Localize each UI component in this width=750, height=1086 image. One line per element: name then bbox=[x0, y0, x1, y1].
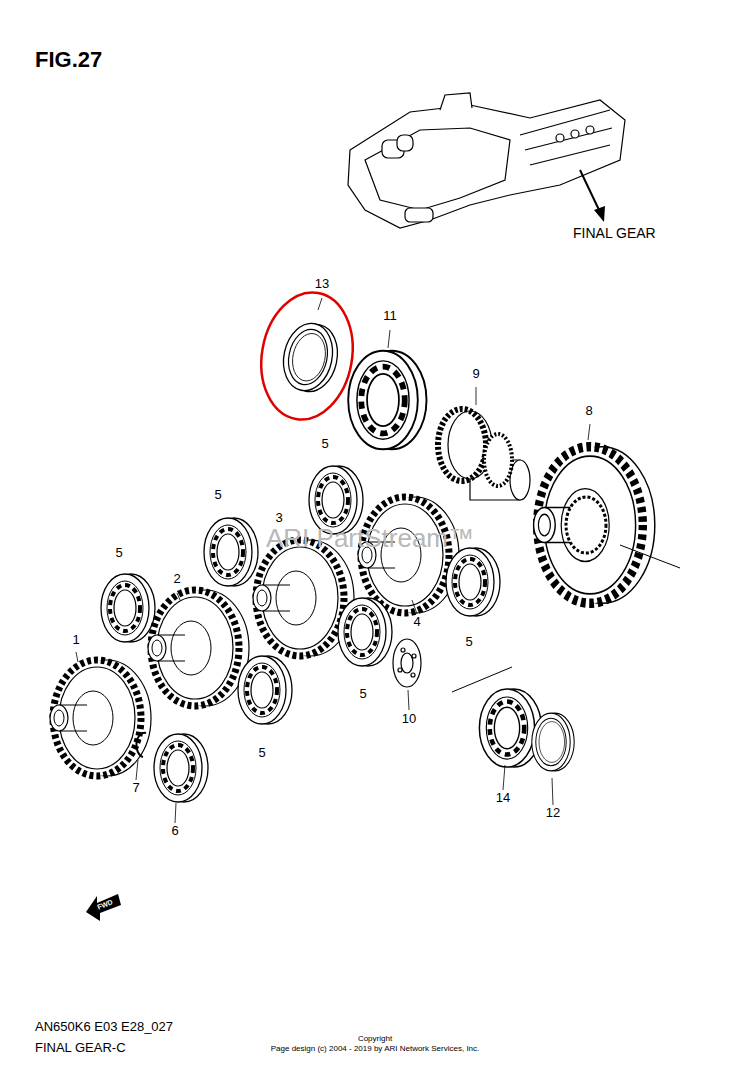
callout-number: 5 bbox=[214, 488, 221, 502]
label: FINAL GEAR-C bbox=[35, 1041, 126, 1055]
callout-number: 8 bbox=[585, 404, 592, 418]
callout-number: 9 bbox=[472, 367, 479, 381]
callout-number: 1 bbox=[72, 633, 79, 647]
callout-number: 5 bbox=[359, 687, 366, 701]
label: AN650K6 E03 E28_027 bbox=[35, 1020, 173, 1034]
label: FINAL GEAR bbox=[573, 226, 656, 241]
callout-number: 2 bbox=[173, 572, 180, 586]
callout-number: 6 bbox=[171, 824, 178, 838]
callout-number: 7 bbox=[132, 781, 139, 795]
callout-number: 13 bbox=[315, 277, 329, 291]
callout-number: 14 bbox=[496, 791, 510, 805]
callout-number: 5 bbox=[115, 546, 122, 560]
callout-number: 10 bbox=[402, 712, 416, 726]
callout-number: 11 bbox=[383, 309, 397, 323]
label: Copyright bbox=[358, 1035, 392, 1044]
figure-title: FIG.27 bbox=[35, 48, 102, 72]
callout-number: 5 bbox=[321, 437, 328, 451]
callout-number: 4 bbox=[413, 615, 420, 629]
label: Page design (c) 2004 - 2019 by ARI Netwo… bbox=[271, 1045, 480, 1054]
callout-number: 5 bbox=[465, 635, 472, 649]
callout-number: 12 bbox=[546, 806, 560, 820]
callout-number: 5 bbox=[258, 746, 265, 760]
watermark: ARI PartStream™ bbox=[266, 524, 474, 553]
